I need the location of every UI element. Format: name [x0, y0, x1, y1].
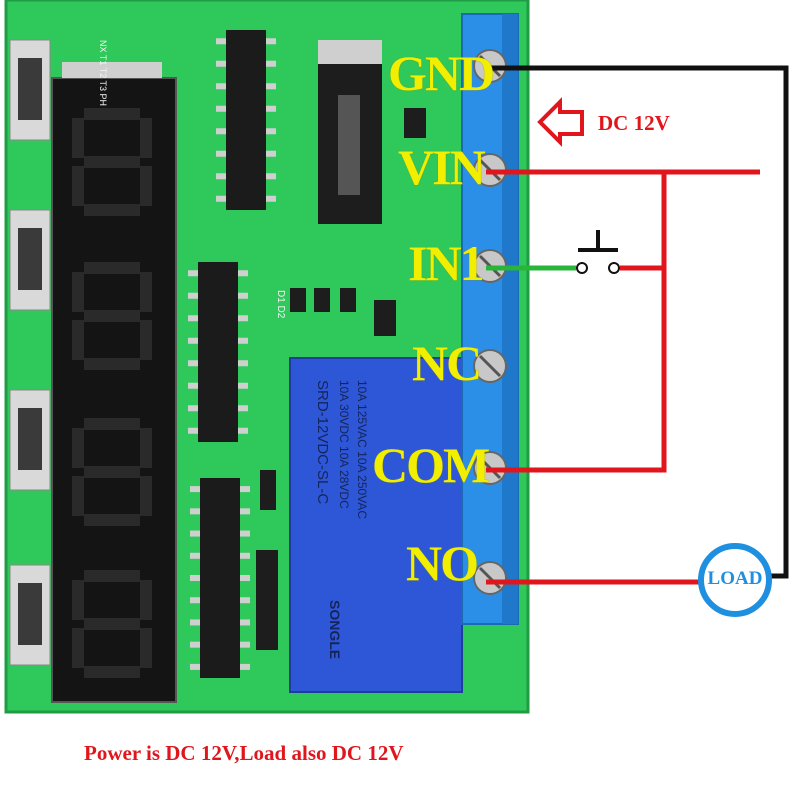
caption: Power is DC 12V,Load also DC 12V	[84, 741, 404, 765]
power-arrow-icon	[537, 97, 584, 147]
load-ring	[698, 543, 772, 617]
load-label: LOAD	[707, 568, 763, 589]
display-digit-3	[72, 418, 152, 526]
ic-chip-top	[226, 30, 266, 210]
push-button-3	[9, 389, 51, 491]
terminal-label-vin: VIN	[398, 139, 486, 195]
screw-4	[473, 349, 507, 383]
voltage-regulator	[318, 40, 382, 224]
terminal-label-in1: IN1	[408, 235, 485, 291]
ic-chip-bottom	[200, 478, 240, 678]
display-digit-1	[72, 108, 152, 216]
terminal-label-com: COM	[372, 437, 490, 493]
relay-rating-2: 10A 125VAC 10A 250VAC	[355, 380, 369, 519]
silkscreen-led-labels: D1 D2	[275, 290, 286, 319]
relay-model-text: SRD-12VDC-SL-C	[314, 380, 331, 504]
relay	[289, 357, 463, 693]
push-button-1	[9, 39, 51, 141]
screw-6	[473, 561, 507, 595]
seven-segment-display	[51, 77, 177, 703]
vin-branch-wire	[486, 172, 667, 473]
ic-chip-mid	[198, 262, 238, 442]
terminal-label-gnd: GND	[388, 45, 495, 101]
screw-terminal-block	[461, 13, 519, 625]
power-label: DC 12V	[598, 111, 670, 135]
smd-components	[256, 108, 426, 650]
gnd-wire	[486, 65, 789, 579]
relay-rating-1: 10A 30VDC 10A 28VDC	[337, 380, 351, 509]
terminal-label-no: NO	[406, 535, 479, 591]
push-button-2	[9, 209, 51, 311]
ic-pins	[188, 38, 276, 670]
header-pins	[62, 62, 162, 78]
silkscreen-top-labels: NX T1 T2 T3 PH	[98, 40, 108, 106]
display-digit-4	[72, 570, 152, 678]
push-switch-icon	[576, 230, 620, 274]
display-digits	[72, 108, 152, 678]
relay-brand-text: SONGLE	[327, 600, 343, 659]
pcb-board-edge	[4, 0, 530, 714]
push-button-4	[9, 564, 51, 666]
terminal-label-nc: NC	[412, 335, 482, 391]
display-digit-2	[72, 262, 152, 370]
